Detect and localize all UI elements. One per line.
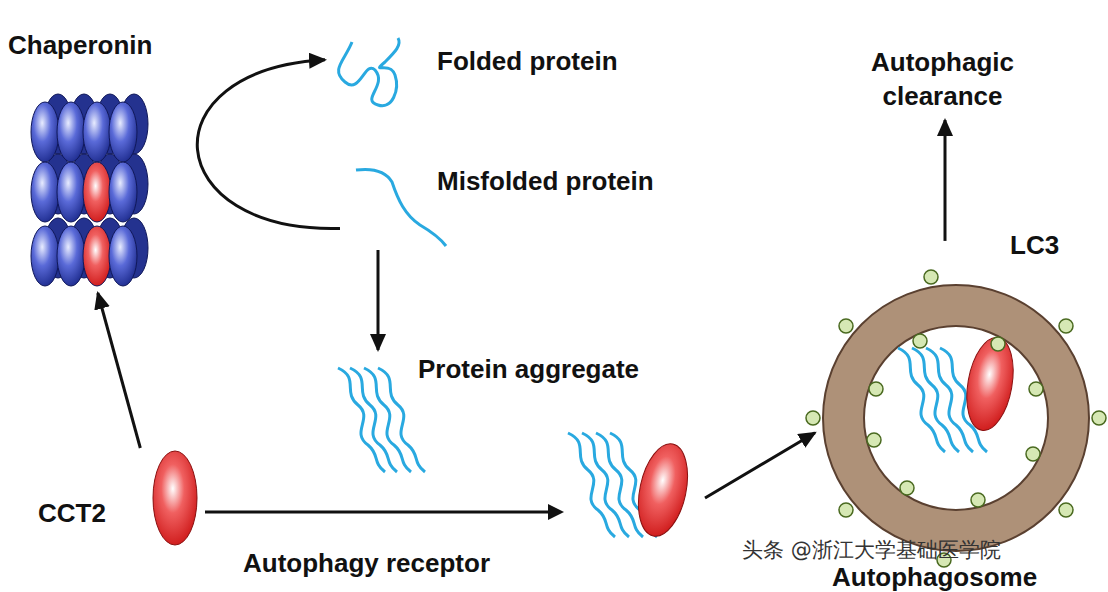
folded-protein-node: Folded protein [325,30,665,115]
aggregate-node: Protein aggregate [325,350,695,475]
aggregate-strands [338,368,425,472]
arrow-connector [98,293,141,448]
autophagosome-node: LC3Autophagosome [815,230,1095,592]
folded-protein-strand [339,38,400,106]
arrow-connector [205,433,815,520]
node-label: CCT2 [38,498,106,528]
node-label: Protein aggregate [418,354,639,384]
node-label: Autophagosome [832,563,1037,591]
misfolded-protein-strand [356,169,446,246]
lc3-dots [806,270,1106,567]
node-label: LC3 [1010,230,1059,260]
misfolded-protein-node: Misfolded protein [340,160,700,250]
node-label: Misfolded protein [437,166,654,196]
arrow-connector [945,120,946,241]
chaperonin-node: Chaperonin [5,28,180,293]
watermark: 头条 @浙江大学基础医学院 [742,538,1001,562]
cct2-node: CCT2 [30,448,205,548]
cct2-subunit [153,451,197,545]
receptor-aggregate-complex [568,433,695,541]
node-label: Chaperonin [8,30,152,60]
edge-label: Autophagy receptor [243,548,490,578]
chaperonin-front [31,102,137,286]
node-label: Folded protein [437,46,618,76]
autophagosome-membrane [823,285,1089,551]
clearance-node: Autophagic clearance [850,45,1035,120]
node-label: Autophagic clearance [850,45,1035,113]
arrow-connector [378,250,379,350]
arrow-connector [197,60,340,229]
